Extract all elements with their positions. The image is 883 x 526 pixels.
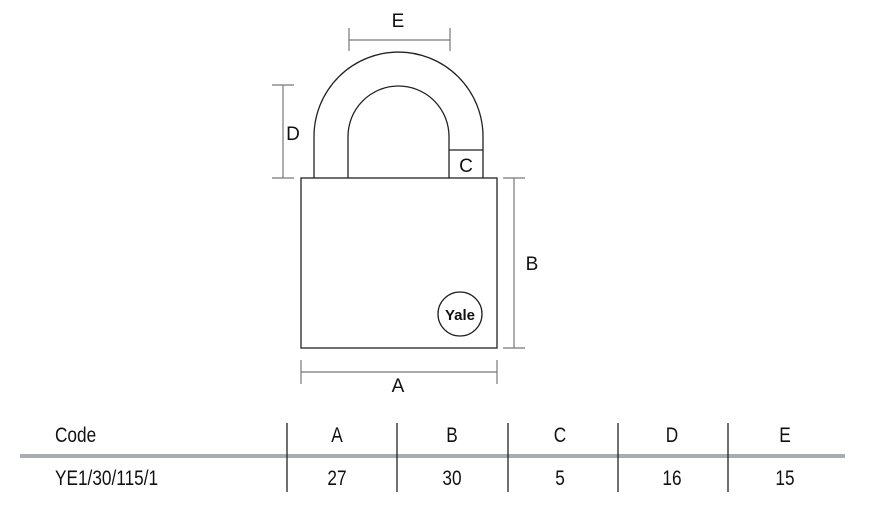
cell-b: 30 [442,467,462,490]
cell-e: 15 [775,467,795,490]
lock-body [300,177,498,349]
yale-logo-circle [437,291,483,337]
cell-d: 16 [662,467,682,490]
label-b: B [526,254,539,275]
yale-logo: Yale [445,307,475,324]
header-d: D [665,424,679,447]
cell-a: 27 [327,467,347,490]
header-e: E [779,424,791,447]
header-a: A [331,424,343,447]
table-lines [20,423,845,492]
label-a: A [392,376,405,397]
label-c: C [459,156,473,177]
cell-code: YE1/30/115/1 [55,467,159,490]
label-e: E [392,11,405,32]
header-c: C [553,424,567,447]
header-b: B [446,424,458,447]
dimension-a [300,360,498,384]
dimension-b [503,177,525,349]
cell-c: 5 [555,467,565,490]
shackle-outline [313,51,484,178]
dimension-d [272,84,294,179]
header-code: Code [55,424,97,447]
shackle-inner [347,85,450,178]
label-d: D [286,124,300,145]
dimension-e [348,28,451,51]
